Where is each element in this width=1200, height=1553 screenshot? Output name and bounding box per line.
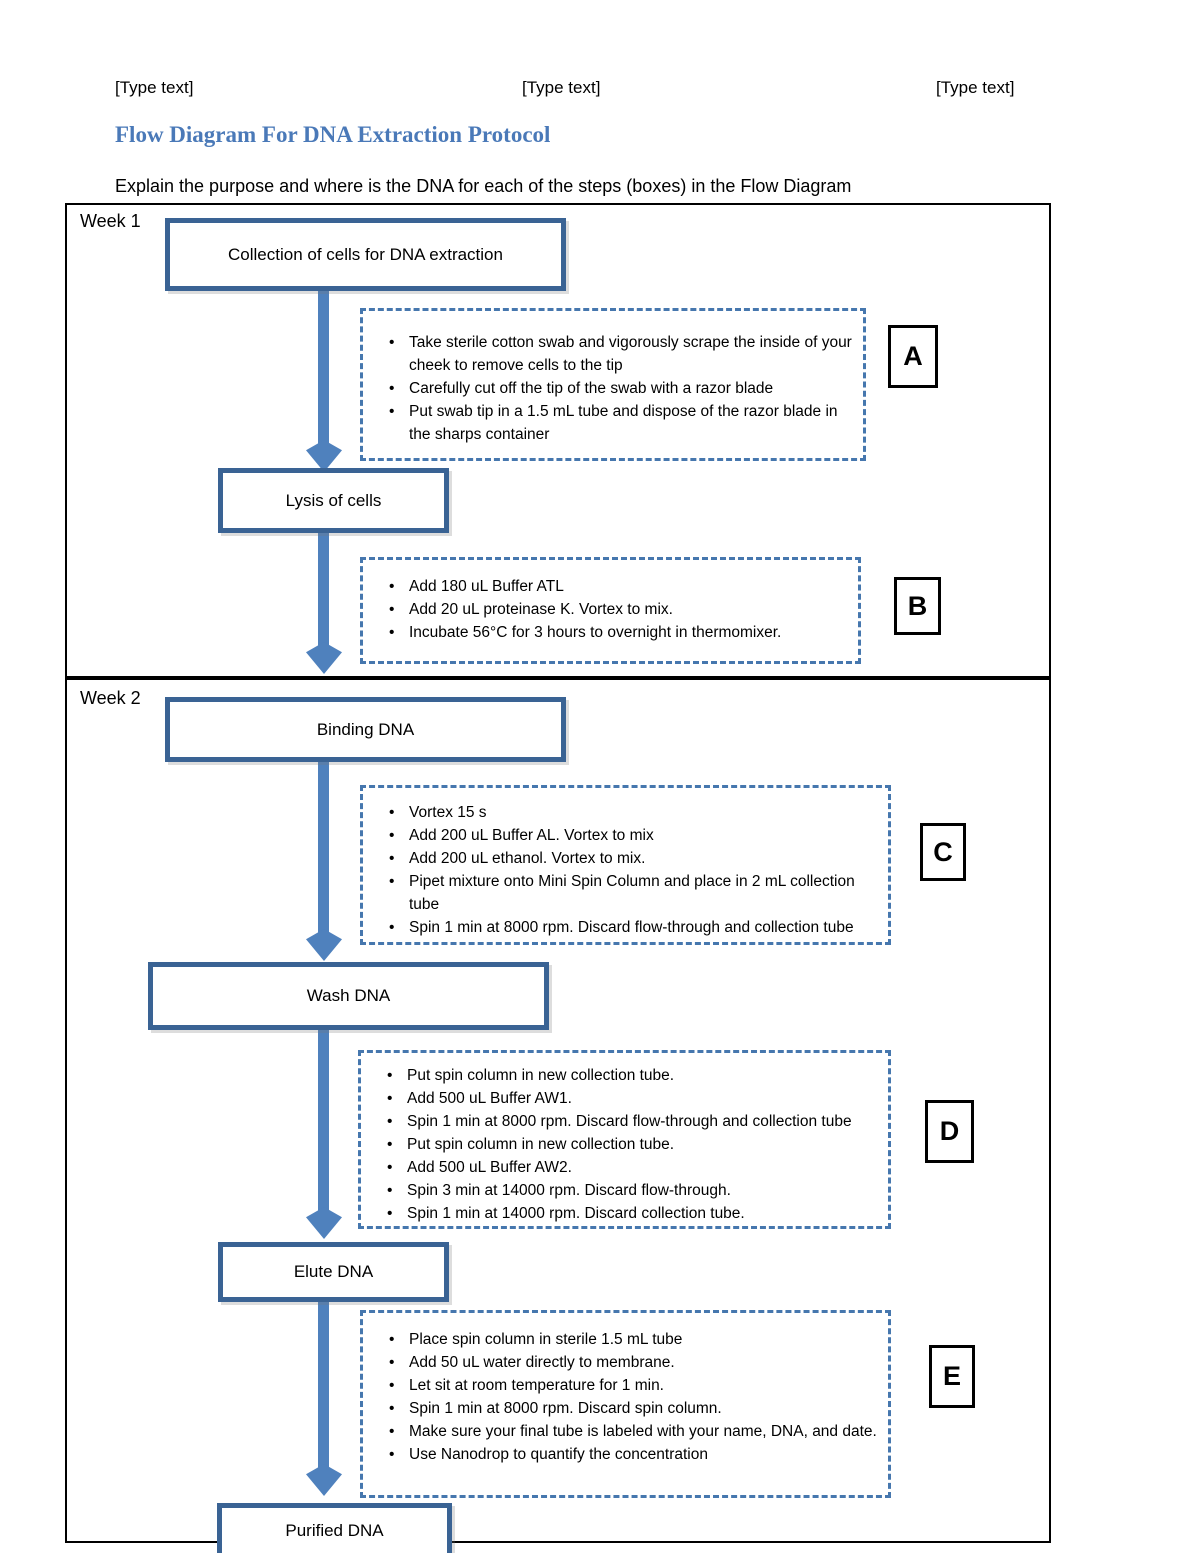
flow-arrow-stem (318, 1030, 329, 1211)
step-box-collection: Collection of cells for DNA extraction (165, 218, 566, 291)
bullet-item: Spin 3 min at 14000 rpm. Discard flow-th… (377, 1179, 878, 1202)
bullet-item: Add 500 uL Buffer AW1. (377, 1087, 878, 1110)
bullet-item: Put spin column in new collection tube. (377, 1133, 878, 1156)
instruction-text: Explain the purpose and where is the DNA… (115, 176, 852, 196)
flow-arrow-stem (318, 533, 329, 646)
bullet-item: Take sterile cotton swab and vigorously … (379, 331, 853, 377)
bullet-item: Add 50 uL water directly to membrane. (379, 1351, 878, 1374)
step-box-purified: Purified DNA (217, 1503, 452, 1553)
letter-badge-d: D (925, 1100, 974, 1163)
bullet-item: Add 20 uL proteinase K. Vortex to mix. (379, 598, 848, 621)
note-box-a: Take sterile cotton swab and vigorously … (360, 308, 866, 461)
step-box-wash: Wash DNA (148, 962, 549, 1030)
bullet-item: Put spin column in new collection tube. (377, 1064, 878, 1087)
bullet-item: Spin 1 min at 8000 rpm. Discard spin col… (379, 1397, 878, 1420)
flow-arrow-stem (318, 762, 329, 933)
step-box-lysis: Lysis of cells (218, 468, 449, 533)
letter-badge-e: E (929, 1345, 975, 1408)
bullet-item: Carefully cut off the tip of the swab wi… (379, 377, 853, 400)
bullet-item: Add 500 uL Buffer AW2. (377, 1156, 878, 1179)
step-label: Binding DNA (316, 719, 415, 739)
bullet-item: Add 180 uL Buffer ATL (379, 575, 848, 598)
bullet-item: Add 200 uL ethanol. Vortex to mix. (379, 847, 878, 870)
page-title: Flow Diagram For DNA Extraction Protocol (115, 122, 551, 147)
week2-panel (65, 678, 1051, 1543)
step-box-elute: Elute DNA (218, 1242, 449, 1302)
bullet-item: Use Nanodrop to quantify the concentrati… (379, 1443, 878, 1466)
flow-arrow-stem (318, 291, 329, 448)
step-label: Wash DNA (306, 986, 391, 1005)
letter-badge-a: A (888, 325, 938, 388)
bullet-item: Put swab tip in a 1.5 mL tube and dispos… (379, 400, 853, 446)
bullet-list-e: Place spin column in sterile 1.5 mL tube… (379, 1328, 878, 1466)
header-placeholder-left: [Type text] (115, 78, 194, 97)
week1-label: Week 1 (80, 211, 141, 231)
bullet-item: Let sit at room temperature for 1 min. (379, 1374, 878, 1397)
bullet-item: Add 200 uL Buffer AL. Vortex to mix (379, 824, 878, 847)
note-box-e: Place spin column in sterile 1.5 mL tube… (360, 1310, 891, 1498)
bullet-list-c: Vortex 15 s Add 200 uL Buffer AL. Vortex… (379, 801, 878, 939)
bullet-item: Place spin column in sterile 1.5 mL tube (379, 1328, 878, 1351)
step-label: Lysis of cells (285, 490, 382, 510)
header-placeholder-center: [Type text] (522, 78, 601, 97)
bullet-list-a: Take sterile cotton swab and vigorously … (379, 331, 853, 446)
step-box-binding: Binding DNA (165, 697, 566, 762)
step-label: Collection of cells for DNA extraction (228, 244, 503, 264)
header-placeholder-right: [Type text] (936, 78, 1015, 97)
note-box-d: Put spin column in new collection tube. … (358, 1050, 891, 1229)
step-label: Purified DNA (285, 1520, 384, 1540)
bullet-list-d: Put spin column in new collection tube. … (377, 1064, 878, 1225)
bullet-item: Vortex 15 s (379, 801, 878, 824)
letter-badge-b: B (894, 577, 941, 635)
step-label: Elute DNA (293, 1262, 374, 1281)
bullet-item: Make sure your final tube is labeled wit… (379, 1420, 878, 1443)
flow-arrow-stem (318, 1302, 329, 1468)
bullet-item: Spin 1 min at 8000 rpm. Discard flow-thr… (377, 1110, 878, 1133)
note-box-c: Vortex 15 s Add 200 uL Buffer AL. Vortex… (360, 785, 891, 945)
bullet-item: Incubate 56°C for 3 hours to overnight i… (379, 621, 848, 644)
note-box-b: Add 180 uL Buffer ATL Add 20 uL proteina… (360, 557, 861, 664)
week1-panel (65, 203, 1051, 678)
week2-label: Week 2 (80, 688, 141, 708)
bullet-item: Spin 1 min at 8000 rpm. Discard flow-thr… (379, 916, 878, 939)
bullet-item: Pipet mixture onto Mini Spin Column and … (379, 870, 878, 916)
bullet-list-b: Add 180 uL Buffer ATL Add 20 uL proteina… (379, 575, 848, 644)
letter-badge-c: C (920, 823, 966, 881)
bullet-item: Spin 1 min at 14000 rpm. Discard collect… (377, 1202, 878, 1225)
